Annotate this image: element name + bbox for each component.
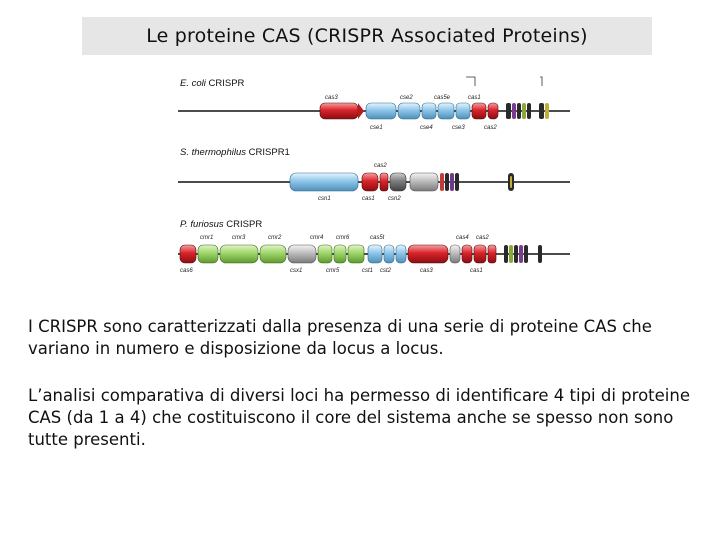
locus-suffix: CRISPR: [206, 78, 245, 89]
gene-cas6: [179, 244, 197, 264]
bracket-mark: [466, 76, 476, 86]
gene-label: cas1: [362, 196, 375, 202]
gene-cmr6: [347, 244, 365, 264]
gene-label: cse4: [420, 125, 433, 131]
gene-csn1: [289, 172, 359, 192]
gene-label: cmr1: [200, 235, 213, 241]
gene-cse4: [421, 102, 437, 120]
gene-label: cas1: [468, 95, 481, 101]
species-name: P. furiosus: [180, 219, 224, 230]
gene-label: cmr3: [232, 235, 246, 241]
bracket-mark: [540, 76, 543, 86]
gene-label: cas4: [456, 235, 469, 241]
gene-cmr4: [317, 244, 333, 264]
paragraph-intro: I CRISPR sono caratterizzati dalla prese…: [28, 317, 652, 358]
gene-label: cas2: [484, 125, 497, 131]
gene-label: cas6: [180, 268, 193, 274]
gene-cas3: [407, 244, 449, 264]
gene-label: cas2: [374, 163, 387, 169]
gene-cst1: [367, 244, 383, 264]
cas-loci-diagram: E. coli CRISPR cas3 cse1 cse2 cse4 cas5e…: [178, 76, 570, 274]
gene-label: cas3: [420, 268, 433, 274]
locus-suffix: CRISPR: [224, 219, 263, 230]
gene-cas2: [487, 102, 499, 120]
gene-cmr2: [259, 244, 287, 264]
paragraph-analysis: L’analisi comparativa di diversi loci ha…: [28, 386, 690, 449]
gene-cas5e: [437, 102, 455, 120]
gene-label: cse3: [452, 125, 465, 131]
locus-label-sthermophilus: S. thermophilus CRISPR1: [180, 147, 290, 158]
gene-cas5t: [395, 244, 407, 264]
species-name: E. coli: [180, 78, 207, 89]
gene-label: cse2: [400, 95, 413, 101]
gene-cst2: [383, 244, 395, 264]
gene-label: cmr2: [268, 235, 282, 241]
gene-label: cas1: [470, 268, 483, 274]
gene-label: cas5e: [434, 95, 451, 101]
gene-cmr1: [197, 244, 219, 264]
locus-sthermophilus: S. thermophilus CRISPR1 csn1 cas1 cas2 c…: [178, 147, 570, 202]
gene-label: cmr6: [336, 235, 350, 241]
locus-ecoli: E. coli CRISPR cas3 cse1 cse2 cse4 cas5e…: [178, 76, 570, 131]
gene-label: cst1: [362, 268, 373, 274]
gene-label: cas5t: [370, 235, 385, 241]
gene-unlabeled-grey: [409, 172, 439, 192]
gene-cas2: [379, 172, 389, 192]
gene-cas2: [487, 244, 497, 264]
crispr-repeats: [504, 245, 542, 263]
page-title: Le proteine CAS (CRISPR Associated Prote…: [146, 25, 588, 47]
gene-cas1: [471, 102, 487, 120]
gene-cse1: [365, 102, 397, 120]
gene-csx1: [287, 244, 317, 264]
crispr-repeats: [440, 173, 514, 191]
gene-label: cst2: [380, 268, 392, 274]
locus-label-pfuriosus: P. furiosus CRISPR: [180, 219, 262, 230]
gene-label: cas3: [325, 95, 338, 101]
gene-cmr5: [333, 244, 347, 264]
gene-unlabeled-grey: [449, 244, 461, 264]
gene-label: cse1: [370, 125, 383, 131]
gene-cas1: [361, 172, 379, 192]
gene-cse2: [397, 102, 421, 120]
title-banner: Le proteine CAS (CRISPR Associated Prote…: [82, 17, 652, 55]
gene-label: csn1: [318, 196, 331, 202]
gene-csn2: [389, 172, 407, 192]
gene-label: csx1: [290, 268, 302, 274]
locus-pfuriosus: P. furiosus CRISPR cas6 cmr1 cmr3 cmr2 c…: [178, 219, 570, 274]
gene-label: cmr4: [310, 235, 324, 241]
crispr-repeats: [506, 103, 549, 119]
gene-label: csn2: [388, 196, 401, 202]
gene-cas1: [473, 244, 487, 264]
gene-label: cmr5: [326, 268, 340, 274]
locus-suffix: CRISPR1: [246, 147, 290, 158]
gene-cse3: [455, 102, 471, 120]
gene-cas3: [319, 102, 364, 120]
gene-cas4: [461, 244, 473, 264]
species-name: S. thermophilus: [180, 147, 246, 158]
gene-cmr3: [219, 244, 259, 264]
locus-label-ecoli: E. coli CRISPR: [180, 78, 245, 89]
gene-label: cas2: [476, 235, 489, 241]
